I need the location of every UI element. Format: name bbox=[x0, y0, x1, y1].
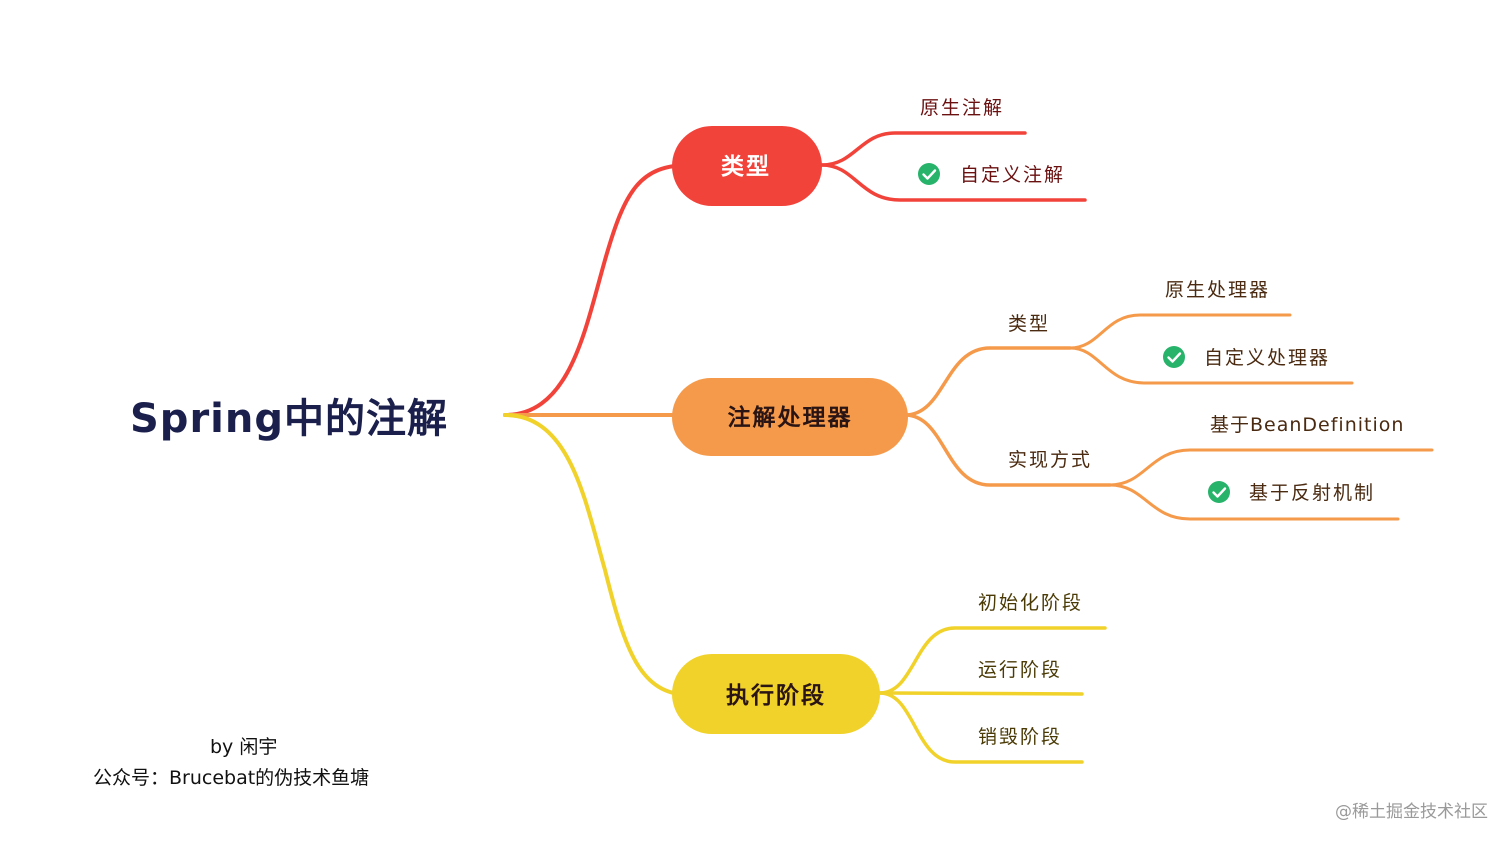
sub-branch-implementation: 实现方式 bbox=[1008, 449, 1092, 471]
check-circle-icon bbox=[918, 163, 940, 185]
connector-processors-impl bbox=[903, 413, 1112, 487]
leaf-destroy-phase: 销毁阶段 bbox=[978, 726, 1062, 748]
credit-author: by 闲宇 bbox=[210, 736, 277, 758]
connector-phases-init bbox=[878, 626, 1107, 695]
leaf-bean-definition: 基于BeanDefinition bbox=[1210, 414, 1404, 436]
leaf-native-processor: 原生处理器 bbox=[1165, 279, 1270, 301]
leaf-custom-annotation: 自定义注解 bbox=[960, 164, 1065, 186]
connector-types-native bbox=[820, 131, 1027, 167]
connector-impl-reflection bbox=[1108, 483, 1400, 521]
connector-phases-destroy bbox=[878, 691, 1084, 764]
connector-ptypes-custom bbox=[1068, 346, 1354, 385]
check-circle-icon bbox=[1163, 346, 1185, 368]
sub-branch-processor-types: 类型 bbox=[1008, 313, 1050, 335]
leaf-init-phase: 初始化阶段 bbox=[978, 592, 1083, 614]
connector-root-types bbox=[503, 163, 692, 417]
watermark: @稀土掘金技术社区 bbox=[1335, 802, 1488, 822]
connector-ptypes-native bbox=[1068, 313, 1292, 350]
credit-account: 公众号：Brucebat的伪技术鱼塘 bbox=[93, 767, 369, 789]
branch-node-phases[interactable]: 执行阶段 bbox=[672, 654, 880, 734]
leaf-custom-processor: 自定义处理器 bbox=[1204, 347, 1330, 369]
branch-pill bbox=[672, 126, 822, 206]
branch-node-types[interactable]: 类型 bbox=[672, 126, 822, 206]
branch-label: 执行阶段 bbox=[726, 682, 826, 709]
leaf-native-annotation: 原生注解 bbox=[920, 97, 1004, 119]
connector-phases-run bbox=[878, 691, 1084, 696]
branch-pill bbox=[672, 378, 908, 456]
branch-label: 注解处理器 bbox=[728, 404, 853, 431]
connector-types-custom bbox=[820, 163, 1087, 202]
connector-root-phases bbox=[503, 413, 692, 697]
branch-node-processors[interactable]: 注解处理器 bbox=[672, 378, 908, 456]
branch-label: 类型 bbox=[721, 154, 771, 180]
branch-pill bbox=[672, 654, 880, 734]
leaf-run-phase: 运行阶段 bbox=[978, 659, 1062, 681]
connectors bbox=[503, 131, 1434, 764]
root-title: Spring中的注解 bbox=[130, 396, 448, 442]
leaf-reflection: 基于反射机制 bbox=[1249, 482, 1375, 504]
check-circle-icon bbox=[1208, 481, 1230, 503]
connector-impl-beandef bbox=[1108, 448, 1434, 487]
connector-processors-types bbox=[903, 346, 1072, 417]
